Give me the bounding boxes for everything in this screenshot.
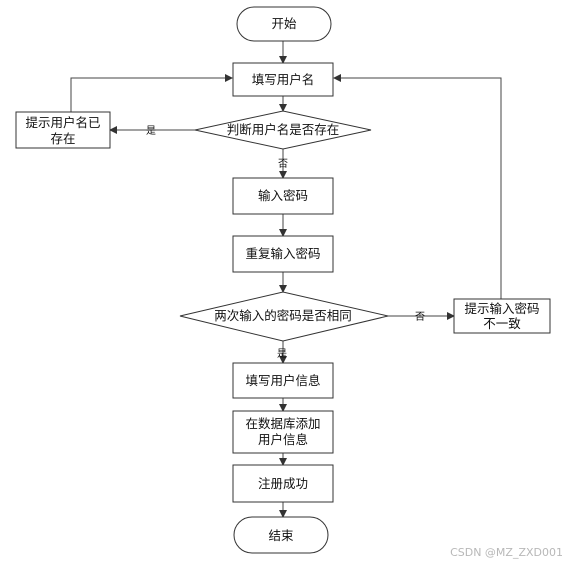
add-db-box (232, 410, 334, 454)
watermark: CSDN @MZ_ZXD001 (450, 546, 563, 559)
prompt-exists-box (15, 111, 111, 149)
edge-label-username-no: 否 (278, 158, 288, 170)
register-ok-label: 注册成功 (258, 476, 308, 491)
register-ok-box (232, 464, 334, 503)
check-match-label: 两次输入的密码是否相同 (214, 308, 352, 323)
end-label: 结束 (268, 528, 294, 543)
prompt-mismatch-label-line1: 提示输入密码 (464, 301, 539, 316)
check-username-label: 判断用户名是否存在 (227, 122, 340, 137)
end-terminal (233, 516, 329, 554)
repeat-password-box (232, 235, 334, 273)
start-terminal (236, 6, 332, 42)
fill-username-label: 填写用户名 (252, 72, 315, 87)
check-username-diamond (194, 110, 372, 150)
edge-label-username-yes: 是 (146, 125, 156, 137)
prompt-exists-label-line2: 存在 (50, 131, 75, 146)
edge-prompt-mismatch-loop (333, 74, 502, 299)
enter-password-box (232, 177, 334, 215)
prompt-exists-label-line1: 提示用户名已 (25, 115, 100, 130)
enter-password-label: 输入密码 (258, 188, 308, 203)
edge-prompt-exists-loop (70, 74, 233, 112)
fill-info-label: 填写用户信息 (245, 373, 320, 388)
repeat-password-label: 重复输入密码 (245, 246, 320, 261)
prompt-mismatch-box (453, 298, 551, 334)
edge-label-match-no: 否 (415, 311, 425, 323)
prompt-mismatch-label-line2: 不一致 (483, 316, 521, 331)
add-db-label-line2: 用户信息 (258, 432, 308, 447)
start-label: 开始 (271, 16, 297, 31)
fill-username-box (232, 62, 334, 97)
fill-info-box (232, 362, 334, 399)
edge-label-match-yes: 是 (277, 348, 287, 360)
add-db-label-line1: 在数据库添加 (245, 416, 320, 431)
check-match-diamond (179, 291, 389, 342)
